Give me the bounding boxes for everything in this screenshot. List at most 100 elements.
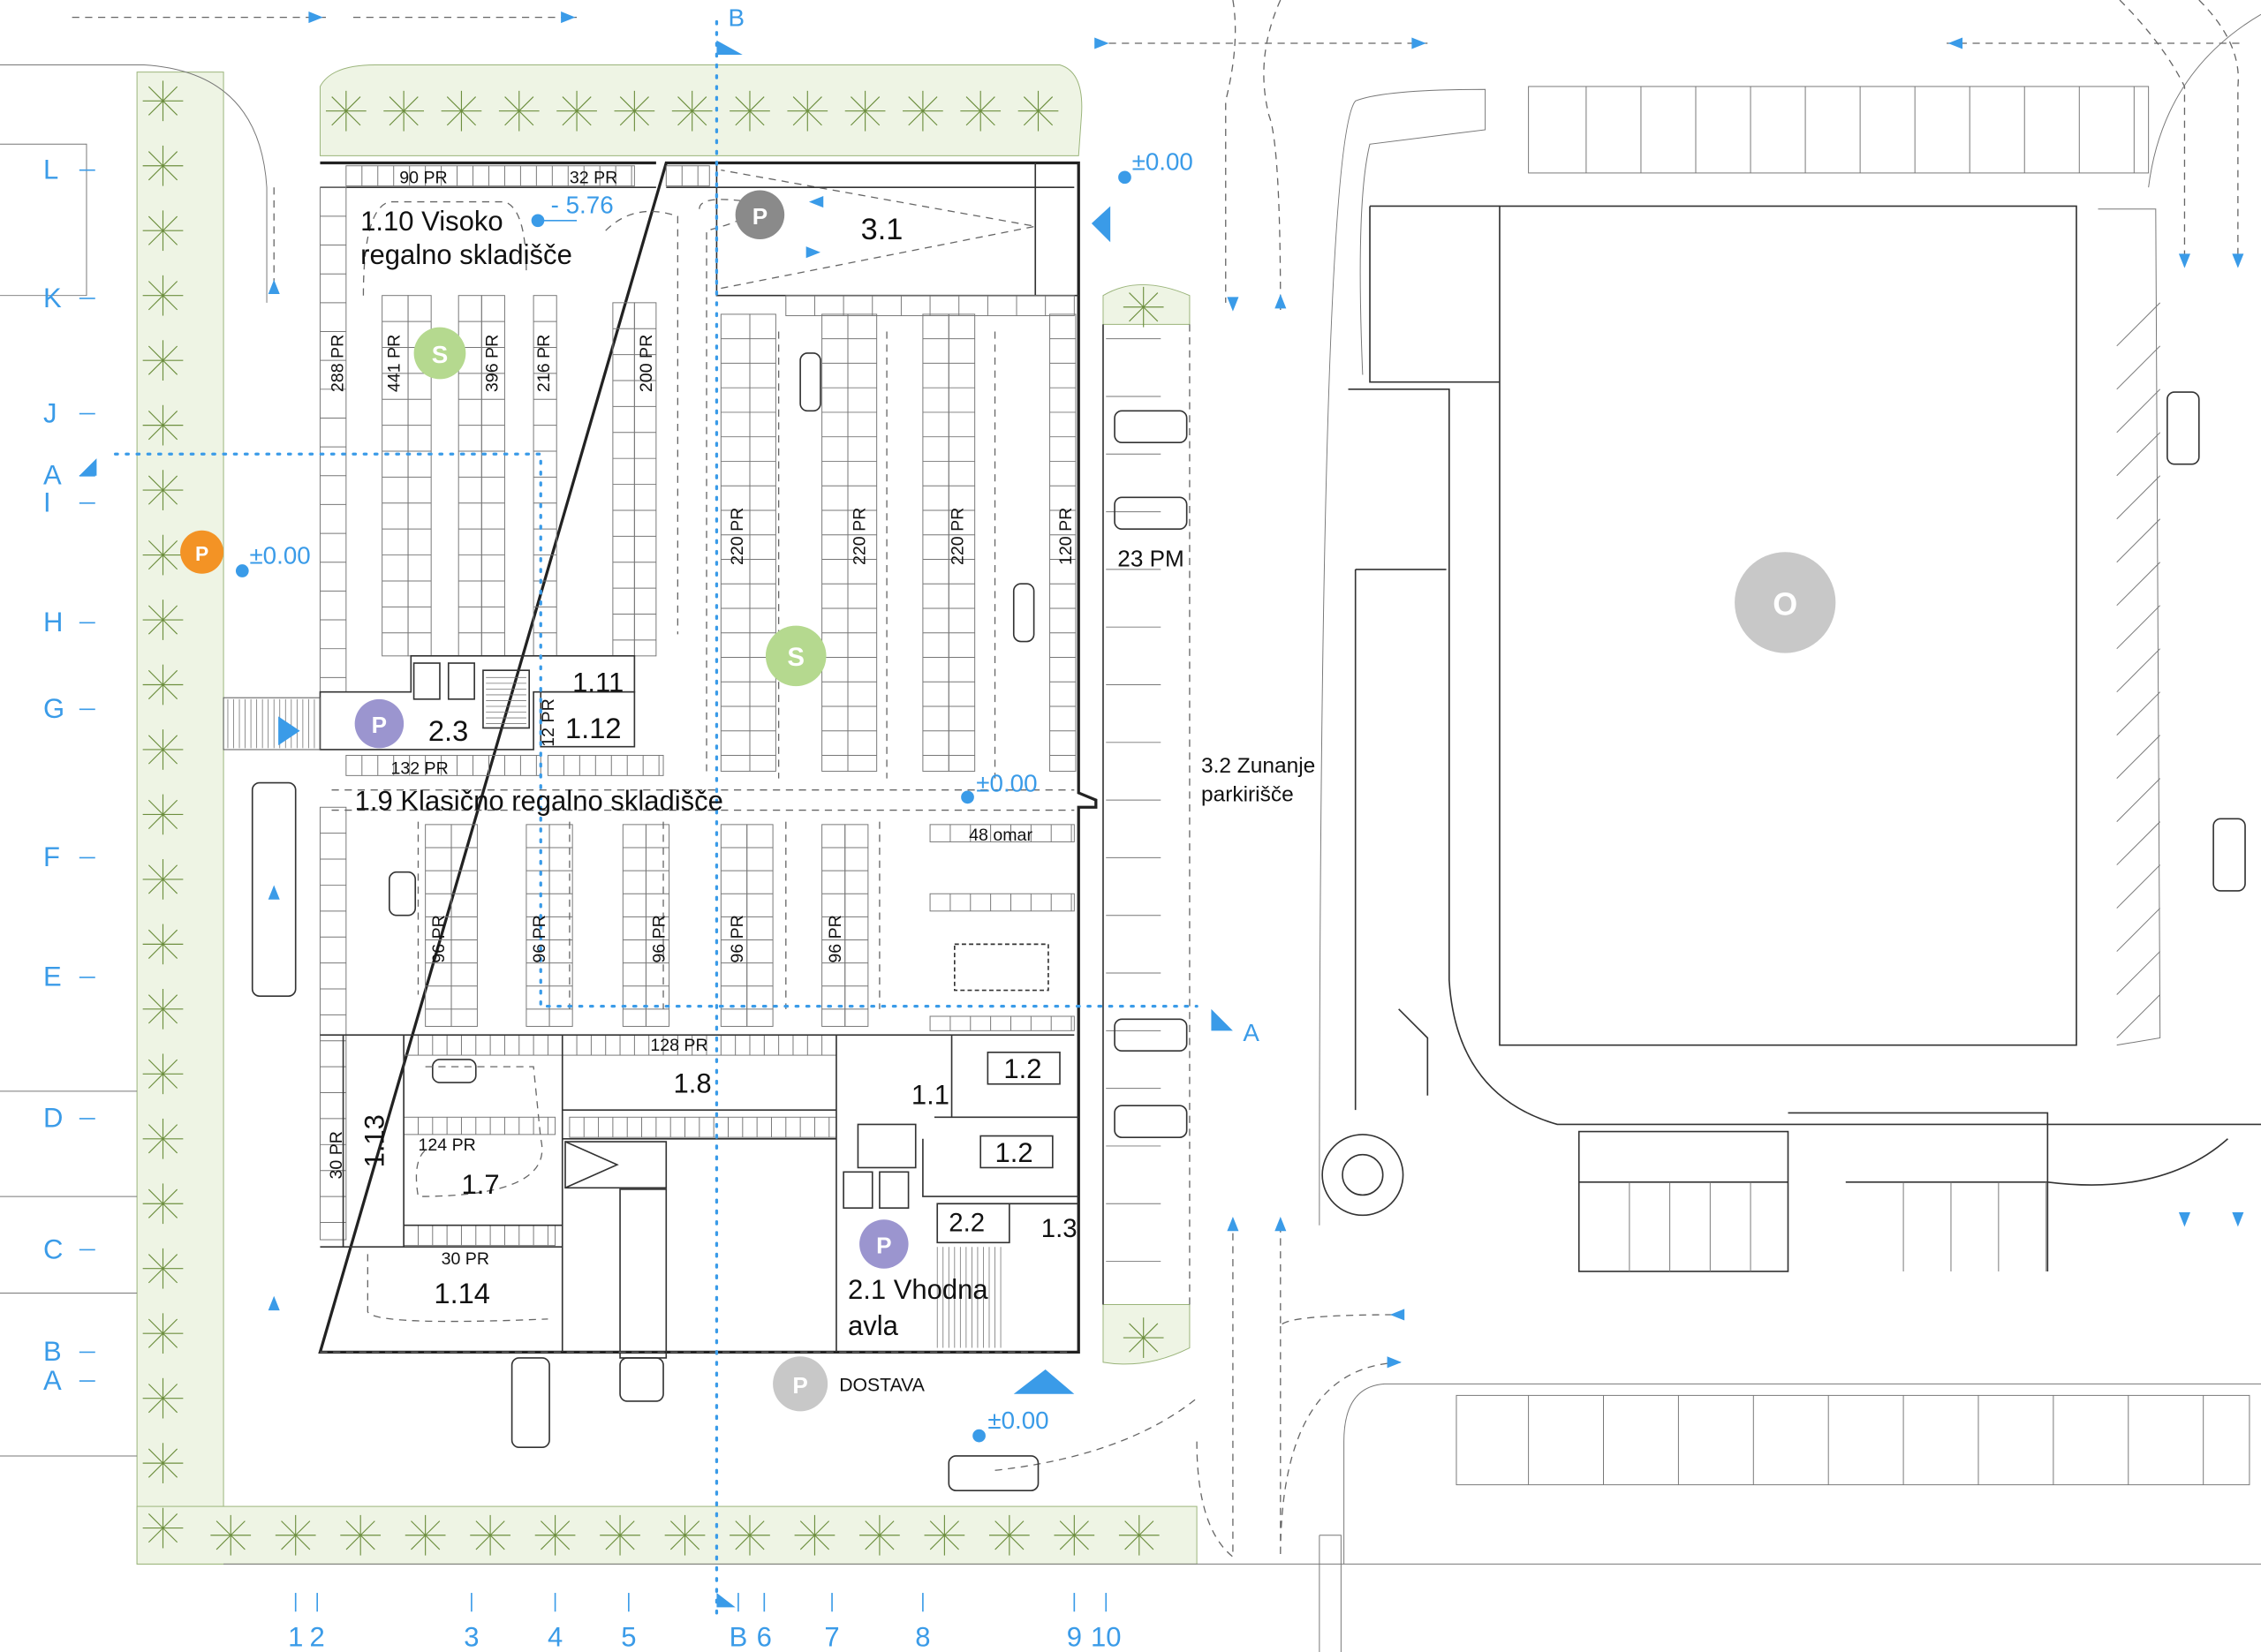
rack-outline bbox=[403, 1225, 556, 1247]
storage-marker bbox=[765, 625, 827, 687]
tree-branch bbox=[806, 96, 822, 112]
tree-icon bbox=[903, 90, 943, 132]
tree-branch bbox=[147, 86, 163, 102]
room-1-13-label: 1.13 bbox=[359, 1114, 389, 1167]
grid-row-label: E bbox=[43, 962, 62, 992]
parking-stall bbox=[2116, 388, 2161, 434]
vehicle-icon bbox=[1114, 410, 1188, 444]
flow-arrow-icon bbox=[2232, 1212, 2244, 1227]
tree-branch bbox=[216, 1520, 231, 1536]
rack bbox=[749, 313, 776, 772]
tree-branch bbox=[735, 1535, 751, 1550]
flow-arrow-icon bbox=[1227, 1216, 1239, 1232]
tree-branch bbox=[163, 735, 178, 751]
tree-branch bbox=[147, 165, 163, 181]
rack bbox=[622, 824, 647, 1027]
tree-branch bbox=[504, 110, 520, 126]
grid-col-label: 6 bbox=[757, 1621, 772, 1652]
tree-icon bbox=[142, 1443, 184, 1483]
tree-branch bbox=[943, 1520, 959, 1536]
tree-branch bbox=[147, 994, 163, 1010]
flow-arrow-icon bbox=[308, 11, 323, 24]
tree-branch bbox=[345, 96, 361, 112]
parking-marker-label: P bbox=[372, 712, 387, 738]
rack-outline bbox=[622, 824, 647, 1027]
tree-branch bbox=[1038, 96, 1054, 112]
tree-branch bbox=[163, 994, 178, 1010]
parking-marker-label: P bbox=[792, 1372, 807, 1399]
tree-icon bbox=[671, 90, 713, 132]
parking-stall bbox=[2116, 864, 2161, 909]
tree-branch bbox=[633, 96, 649, 112]
tree-branch bbox=[1138, 1535, 1154, 1550]
tree-branch bbox=[147, 619, 163, 635]
rack-outline bbox=[450, 824, 478, 1027]
tree-branch bbox=[965, 110, 981, 126]
tree-branch bbox=[147, 1513, 163, 1528]
tree-branch bbox=[147, 539, 163, 555]
grid-col-label: 7 bbox=[824, 1621, 839, 1652]
tree-branch bbox=[147, 100, 163, 116]
rack bbox=[319, 186, 347, 693]
rack-outline bbox=[821, 313, 849, 772]
tree-branch bbox=[147, 943, 163, 959]
parking-marker bbox=[354, 698, 405, 749]
tree-branch bbox=[147, 1254, 163, 1270]
vehicle-icon bbox=[389, 871, 417, 917]
parking-stall bbox=[2116, 994, 2161, 1038]
parking-stall bbox=[2116, 691, 2161, 735]
tree-branch bbox=[555, 1520, 571, 1536]
rack-outline bbox=[548, 824, 573, 1027]
tree-icon bbox=[142, 1507, 184, 1549]
tree-branch bbox=[147, 1124, 163, 1140]
rack bbox=[929, 893, 1075, 912]
room-1-2-label: 1.2 bbox=[1003, 1053, 1041, 1084]
tree-branch bbox=[851, 96, 866, 112]
tree-branch bbox=[147, 1059, 163, 1075]
rack bbox=[382, 295, 409, 657]
rack-label: 220 PR bbox=[851, 508, 870, 565]
rack-outline bbox=[847, 313, 878, 772]
rack bbox=[403, 1116, 556, 1135]
tree-icon bbox=[142, 1053, 184, 1095]
rack-outline bbox=[746, 824, 774, 1027]
flow-arrow-icon bbox=[1227, 297, 1239, 312]
tree-branch bbox=[1073, 1520, 1089, 1536]
grid-row-label: G bbox=[43, 693, 64, 724]
tree-branch bbox=[504, 96, 520, 112]
parking-count-label: 23 PM bbox=[1117, 546, 1183, 572]
rack bbox=[319, 806, 347, 1241]
parking-marker-label: P bbox=[876, 1233, 891, 1259]
tree-branch bbox=[562, 96, 578, 112]
tree-branch bbox=[147, 1398, 163, 1414]
parking-stall bbox=[2116, 778, 2161, 822]
tree-icon bbox=[730, 90, 770, 132]
grid-col-label: 9 bbox=[1067, 1621, 1082, 1652]
rack bbox=[847, 313, 878, 772]
flow-arrow-icon bbox=[268, 279, 280, 295]
vehicle-icon bbox=[2166, 391, 2200, 465]
tree-branch bbox=[163, 295, 178, 311]
section-b-top-marker bbox=[716, 40, 743, 56]
tree-icon bbox=[142, 145, 184, 186]
elevation-value: ±0.00 bbox=[249, 541, 310, 569]
tree-branch bbox=[147, 1528, 163, 1543]
room-3-1-label: 3.1 bbox=[861, 213, 904, 246]
tree-branch bbox=[147, 1318, 163, 1334]
tree-branch bbox=[475, 1520, 491, 1536]
tree-branch bbox=[163, 1318, 178, 1334]
tree-branch bbox=[163, 489, 178, 505]
grid-row-label: B bbox=[43, 1336, 62, 1367]
tree-icon bbox=[142, 1183, 184, 1225]
flow-arrow-icon bbox=[1094, 37, 1109, 49]
tree-icon bbox=[142, 794, 184, 835]
vehicle-icon bbox=[948, 1455, 1040, 1491]
tree-branch bbox=[163, 1332, 178, 1348]
rack-label: 96 PR bbox=[429, 915, 449, 962]
tree-icon bbox=[960, 90, 1002, 132]
tree-branch bbox=[163, 411, 178, 426]
parking-stall bbox=[2116, 302, 2161, 347]
tree-branch bbox=[1143, 1323, 1159, 1339]
room-1-11-label: 1.11 bbox=[572, 668, 624, 698]
